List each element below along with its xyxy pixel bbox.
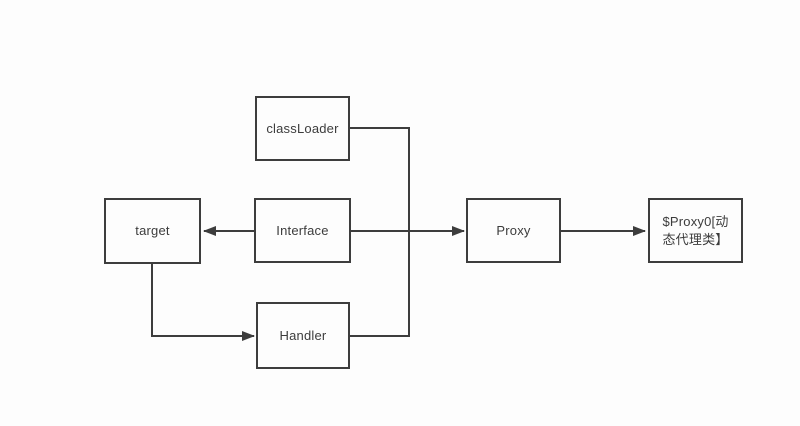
connector-target-to-handler <box>151 264 255 341</box>
node-proxy: Proxy <box>466 198 561 263</box>
node-interface-label: Interface <box>276 222 329 238</box>
node-target-label: target <box>135 223 170 239</box>
node-handler-label: Handler <box>279 327 327 343</box>
node-proxy0-label: $Proxy0[动态代理类】 <box>662 213 729 247</box>
node-classloader-label: classLoader <box>266 120 339 136</box>
node-proxy-label: Proxy <box>496 222 531 238</box>
node-target: target <box>104 198 201 264</box>
node-classloader: classLoader <box>255 96 350 161</box>
node-proxy0: $Proxy0[动态代理类】 <box>648 198 743 263</box>
node-handler: Handler <box>256 302 350 369</box>
node-interface: Interface <box>254 198 351 263</box>
